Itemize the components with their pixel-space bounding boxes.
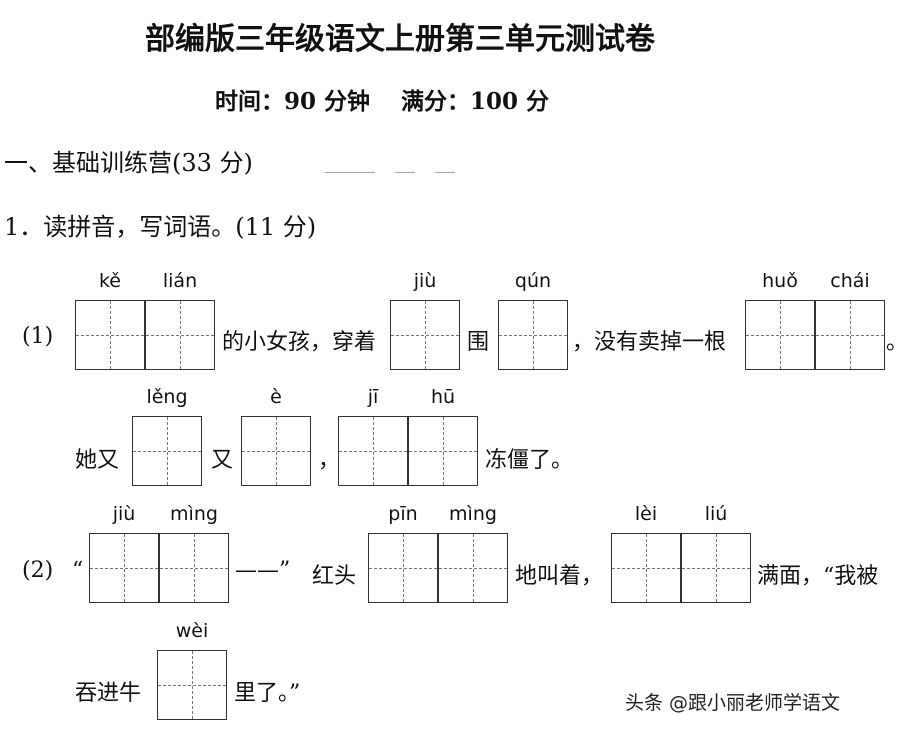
pinyin-label: mìng [170, 503, 218, 525]
pinyin-label: pīn [388, 503, 418, 525]
sentence-text: 冻僵了。 [485, 448, 574, 473]
pinyin-label: qún [514, 270, 552, 292]
sentence-text: “ [72, 558, 84, 583]
writing-cell[interactable] [498, 300, 568, 370]
pinyin-label: lěng [146, 386, 188, 408]
sentence-text: 满面，“我被 [757, 564, 879, 589]
sentence-text: 地叫着， [515, 564, 604, 589]
divider [395, 172, 415, 173]
sentence-text: 吞进牛 [75, 681, 142, 706]
pinyin-label: jiù [112, 503, 136, 525]
writing-cell[interactable] [745, 300, 815, 370]
pinyin-label: wèi [175, 620, 209, 642]
sentence-text: 她又 [75, 448, 120, 473]
item-number: (1) [22, 324, 54, 349]
section-heading: 一、基础训练营(33 分) [4, 149, 253, 177]
sentence-text: 红头 [312, 564, 357, 589]
writing-cell[interactable] [157, 650, 227, 720]
writing-cell[interactable] [241, 416, 311, 486]
sentence-text: 的小女孩，穿着 [222, 330, 377, 355]
pinyin-label: lián [162, 270, 198, 292]
writing-cell[interactable] [390, 300, 460, 370]
writing-cell[interactable] [408, 416, 478, 486]
sentence-text: 又 [211, 448, 234, 473]
question-heading: 1．读拼音，写词语。(11 分) [4, 213, 317, 241]
page-title: 部编版三年级语文上册第三单元测试卷 [145, 22, 655, 57]
sentence-text: ， [318, 448, 341, 473]
item-number: (2) [22, 558, 54, 583]
writing-cell[interactable] [681, 533, 751, 603]
writing-cell[interactable] [75, 300, 145, 370]
sentence-text: ，没有卖掉一根 [572, 330, 727, 355]
pinyin-label: hū [430, 386, 456, 408]
sentence-text: 围 [467, 330, 490, 355]
pinyin-label: lèi [634, 503, 658, 525]
pinyin-label: huǒ [762, 270, 798, 292]
sentence-text: 。 [886, 324, 900, 356]
writing-cell[interactable] [159, 533, 229, 603]
writing-cell[interactable] [145, 300, 215, 370]
pinyin-label: è [270, 386, 282, 408]
exam-info: 时间：90 分钟 满分：100 分 [215, 88, 550, 115]
writing-cell[interactable] [815, 300, 885, 370]
writing-cell[interactable] [611, 533, 681, 603]
writing-cell[interactable] [132, 416, 202, 486]
pinyin-label: mìng [449, 503, 497, 525]
writing-cell[interactable] [438, 533, 508, 603]
pinyin-label: chái [830, 270, 870, 292]
pinyin-label: jiù [413, 270, 437, 292]
divider [325, 172, 375, 173]
writing-cell[interactable] [89, 533, 159, 603]
watermark: 头条 @跟小丽老师学语文 [625, 692, 841, 714]
pinyin-label: jī [367, 386, 379, 408]
divider [435, 172, 455, 173]
sentence-text: ——” [235, 558, 291, 583]
writing-cell[interactable] [338, 416, 408, 486]
pinyin-label: liú [704, 503, 728, 525]
pinyin-label: kě [98, 270, 121, 292]
sentence-text: 里了。” [234, 681, 301, 706]
writing-cell[interactable] [368, 533, 438, 603]
